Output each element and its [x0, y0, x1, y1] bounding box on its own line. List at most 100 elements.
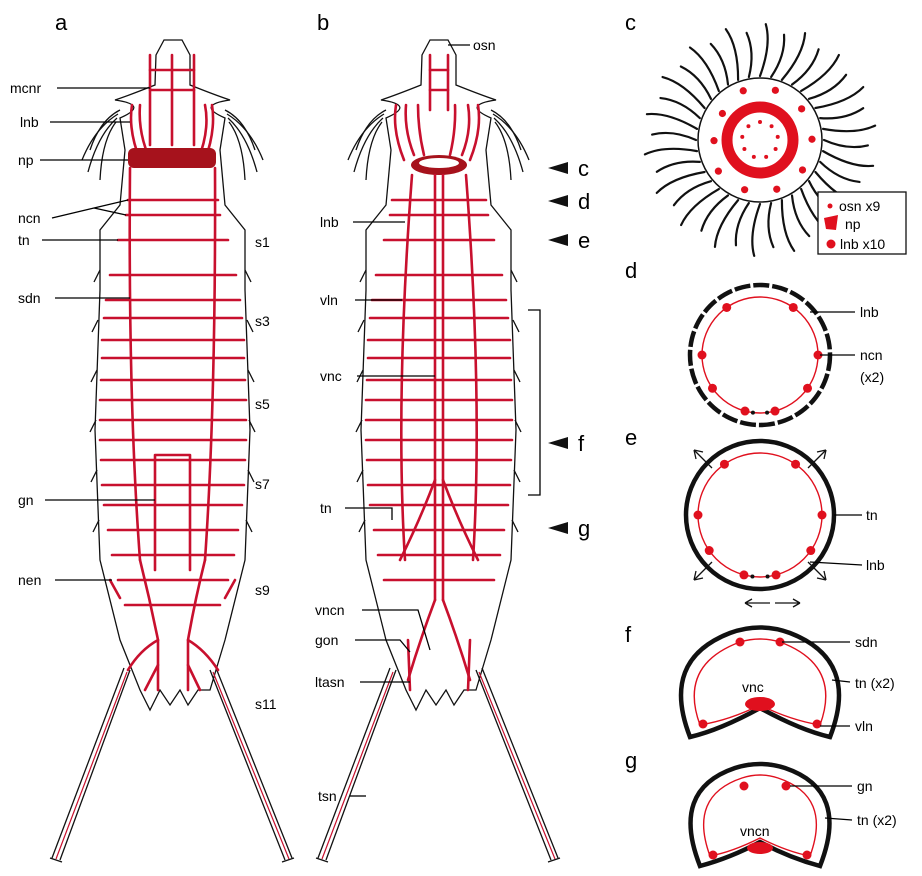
osn-dot — [746, 124, 750, 128]
lnb-dot — [719, 110, 726, 117]
label-b-vln: vln — [320, 292, 338, 308]
label-b-ltasn: ltasn — [315, 674, 345, 690]
marker-e-arrow — [548, 234, 568, 246]
label-a-s5: s5 — [255, 396, 270, 412]
panel-f-letter: f — [625, 622, 632, 647]
label-a-mcnr: mcnr — [10, 80, 41, 96]
lnb-dot — [708, 384, 717, 393]
bristle — [736, 203, 749, 245]
bristle — [809, 75, 846, 99]
panel-a-letter: a — [55, 10, 68, 35]
panel-c-neuropil — [727, 107, 793, 173]
label-a-s9: s9 — [255, 582, 270, 598]
lnb-dot — [694, 511, 703, 520]
lnb-dot — [798, 105, 805, 112]
bristle — [801, 55, 839, 91]
label-b-tn: tn — [320, 500, 332, 516]
label-a-gn: gn — [18, 492, 34, 508]
label-f-vln: vln — [855, 718, 873, 734]
label-e-lnb: lnb — [866, 557, 885, 573]
label-e-tn: tn — [866, 507, 878, 523]
label-a-nen: nen — [18, 572, 41, 588]
bristle — [674, 181, 711, 205]
lnb-dot — [705, 546, 714, 555]
panel-c: c osn x9 np lnb x10 — [625, 10, 906, 256]
label-a-lnb: lnb — [20, 114, 39, 130]
panel-g-letter: g — [625, 748, 637, 773]
bristle — [681, 189, 719, 225]
label-g-vncn: vncn — [740, 823, 770, 839]
legend-osn: osn x9 — [839, 198, 880, 214]
panel-d-letter: d — [625, 258, 637, 283]
lnb-core — [766, 575, 770, 579]
marker-c-arrow — [548, 162, 568, 174]
bristle — [726, 29, 738, 80]
legend-lnb: lnb x10 — [840, 236, 885, 252]
label-b-osn: osn — [473, 37, 496, 53]
panel-b-tail-rami — [316, 668, 560, 862]
panel-e-lnb-dots — [694, 460, 827, 580]
marker-f-bracket — [528, 310, 540, 495]
label-f-sdn: sdn — [855, 634, 878, 650]
bristle — [792, 49, 819, 84]
lnb-core — [751, 411, 755, 415]
lnb-dot — [791, 460, 800, 469]
osn-dot — [758, 120, 762, 124]
lnb-dot — [799, 166, 806, 173]
label-f-vnc: vnc — [742, 679, 764, 695]
label-b-vnc: vnc — [320, 368, 342, 384]
osn-dot — [742, 147, 746, 151]
lnb-dot — [773, 186, 780, 193]
panel-d-lnb-dots — [698, 303, 823, 416]
marker-f-arrow — [548, 437, 568, 449]
bristle — [681, 67, 711, 99]
lnb-dot — [741, 186, 748, 193]
panel-c-letter: c — [625, 10, 636, 35]
lnb-dot — [803, 384, 812, 393]
label-a-sdn: sdn — [18, 290, 41, 306]
lnb-dot — [710, 137, 717, 144]
label-a-s3: s3 — [255, 313, 270, 329]
lnb-dot — [722, 303, 731, 312]
bristle — [824, 140, 868, 147]
label-a-s7: s7 — [255, 476, 270, 492]
osn-dot — [740, 135, 744, 139]
panel-e-wall — [686, 441, 834, 589]
lnb-dot — [772, 570, 781, 579]
panel-d: d lnb ncn (x2) — [625, 258, 884, 425]
label-d-lnb: lnb — [860, 304, 879, 320]
label-a-np: np — [18, 152, 34, 168]
section-markers: c d e f g — [528, 156, 590, 541]
bristle — [747, 33, 752, 77]
panel-d-wall — [690, 285, 830, 425]
lnb-dot — [806, 546, 815, 555]
lnb-dot — [698, 351, 707, 360]
marker-g-label: g — [578, 516, 590, 541]
panel-g: g gn tn (x2) vncn — [625, 748, 897, 866]
bristle — [823, 126, 875, 132]
lnb-core — [765, 411, 769, 415]
bristle — [815, 87, 863, 108]
label-a-ncn: ncn — [18, 210, 41, 226]
bristle — [820, 108, 863, 118]
bristle — [663, 77, 705, 108]
lnb-core — [750, 575, 754, 579]
label-d-ncn-mult: (x2) — [860, 369, 884, 385]
panel-c-osn-dots — [740, 120, 779, 159]
panel-a-neuropil — [128, 148, 216, 168]
bristle — [657, 172, 705, 193]
lnb-dot — [739, 570, 748, 579]
panel-b-nerves — [366, 55, 512, 690]
bristle — [752, 204, 760, 256]
panel-a-nerves — [100, 55, 246, 690]
panel-b: b — [315, 10, 560, 862]
osn-dot — [752, 155, 756, 159]
bristle — [701, 195, 728, 230]
panel-d-ncn-ring — [702, 297, 818, 413]
label-a-s11: s11 — [255, 696, 277, 712]
label-f-tn: tn (x2) — [855, 675, 895, 691]
label-b-tsn: tsn — [318, 788, 337, 804]
marker-e-label: e — [578, 228, 590, 253]
marker-c-label: c — [578, 156, 589, 181]
label-g-tn: tn (x2) — [857, 812, 897, 828]
